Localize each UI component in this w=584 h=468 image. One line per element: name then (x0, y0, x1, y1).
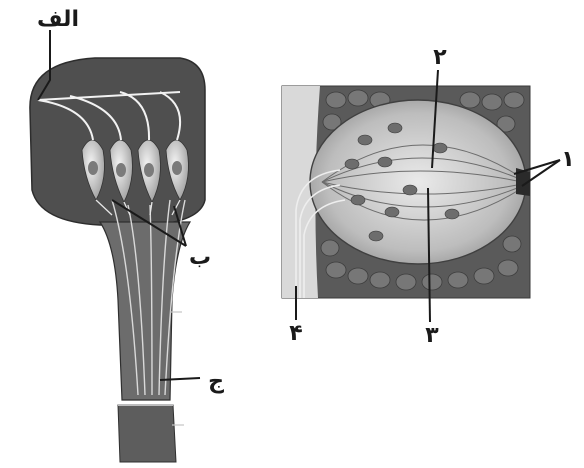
right-diagram: ۱ ۲ ۳ ۴ (282, 45, 575, 348)
label-three: ۳ (425, 323, 439, 348)
label-jim: ج (208, 369, 224, 394)
taste-bud (310, 100, 526, 264)
label-four: ۴ (289, 321, 302, 346)
left-diagram: الف ب ج (30, 7, 224, 462)
label-be: ب (189, 245, 211, 270)
label-two: ۲ (433, 45, 447, 70)
label-alef: الف (37, 7, 79, 32)
label-one: ۱ (561, 147, 574, 172)
nerve-stub (118, 405, 176, 462)
